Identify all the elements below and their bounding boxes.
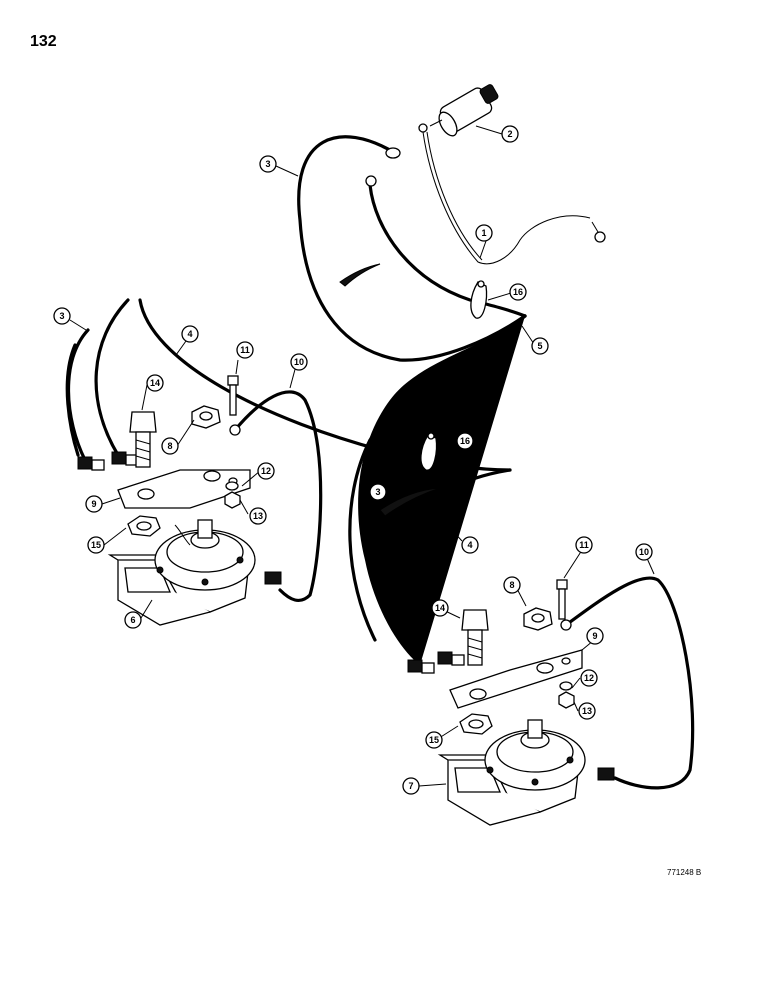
upper-horn-mount	[117, 375, 323, 603]
callout-11-lower: 11	[575, 536, 593, 554]
svg-text:4: 4	[187, 329, 192, 339]
horn-6	[107, 519, 256, 626]
svg-text:11: 11	[240, 345, 250, 355]
callout-4-lower: 4	[461, 536, 479, 554]
svg-text:15: 15	[429, 735, 439, 745]
callout-8-upper: 8	[161, 437, 179, 455]
svg-text:13: 13	[253, 511, 263, 521]
callout-9-lower: 9	[586, 627, 604, 645]
callout-6: 6	[124, 611, 142, 629]
callout-14-upper: 14	[146, 374, 164, 392]
svg-text:12: 12	[584, 673, 594, 683]
callout-15-upper: 15	[87, 536, 105, 554]
svg-text:3: 3	[375, 487, 380, 497]
callout-8-lower: 8	[503, 576, 521, 594]
svg-text:10: 10	[294, 357, 304, 367]
cable-1	[422, 131, 606, 265]
callout-group: 1 2 3 3 3 4 4 5 6 7 8 8 9 9 10 10 11 11 …	[53, 125, 653, 795]
svg-text:8: 8	[167, 441, 172, 451]
page-number: 132	[30, 33, 57, 50]
wire-4-left	[65, 298, 512, 622]
callout-3-left: 3	[53, 307, 71, 325]
svg-text:9: 9	[592, 631, 597, 641]
callout-16-upper: 16	[509, 283, 527, 301]
svg-text:8: 8	[509, 580, 514, 590]
horn-switch	[418, 84, 499, 137]
svg-text:16: 16	[513, 287, 523, 297]
svg-text:3: 3	[265, 159, 270, 169]
figure-code: 771248 B	[667, 868, 702, 877]
callout-11-upper: 11	[236, 341, 254, 359]
callout-3-top: 3	[259, 155, 277, 173]
horn-7	[437, 719, 586, 826]
callout-14-lower: 14	[431, 599, 449, 617]
callout-15-lower: 15	[425, 731, 443, 749]
svg-text:1: 1	[481, 228, 486, 238]
svg-text:16: 16	[460, 436, 470, 446]
callout-2: 2	[501, 125, 519, 143]
callout-13-upper: 13	[249, 507, 267, 525]
svg-text:15: 15	[91, 540, 101, 550]
callout-13-lower: 13	[578, 702, 596, 720]
svg-text:10: 10	[639, 547, 649, 557]
callout-9-upper: 9	[85, 495, 103, 513]
callout-10-upper: 10	[290, 353, 308, 371]
svg-text:13: 13	[582, 706, 592, 716]
svg-text:6: 6	[130, 615, 135, 625]
callout-5: 5	[531, 337, 549, 355]
callout-16-lower: 16	[456, 432, 474, 450]
connectors-left	[77, 451, 139, 471]
svg-text:4: 4	[467, 540, 472, 550]
callout-3-mid: 3	[369, 483, 387, 501]
callout-10-lower: 10	[635, 543, 653, 561]
svg-text:5: 5	[537, 341, 542, 351]
svg-text:2: 2	[507, 129, 512, 139]
callout-4-upper: 4	[181, 325, 199, 343]
svg-text:9: 9	[91, 499, 96, 509]
svg-text:7: 7	[408, 781, 413, 791]
callout-12-lower: 12	[580, 669, 598, 687]
svg-text:14: 14	[435, 603, 445, 613]
svg-text:12: 12	[261, 466, 271, 476]
clips-16	[420, 280, 488, 471]
callout-7: 7	[402, 777, 420, 795]
svg-text:11: 11	[579, 540, 589, 550]
svg-text:14: 14	[150, 378, 160, 388]
callout-12-upper: 12	[257, 462, 275, 480]
wires-upper	[297, 135, 527, 665]
callout-1: 1	[475, 224, 493, 242]
lower-horn-mount	[407, 576, 695, 790]
svg-text:3: 3	[59, 311, 64, 321]
